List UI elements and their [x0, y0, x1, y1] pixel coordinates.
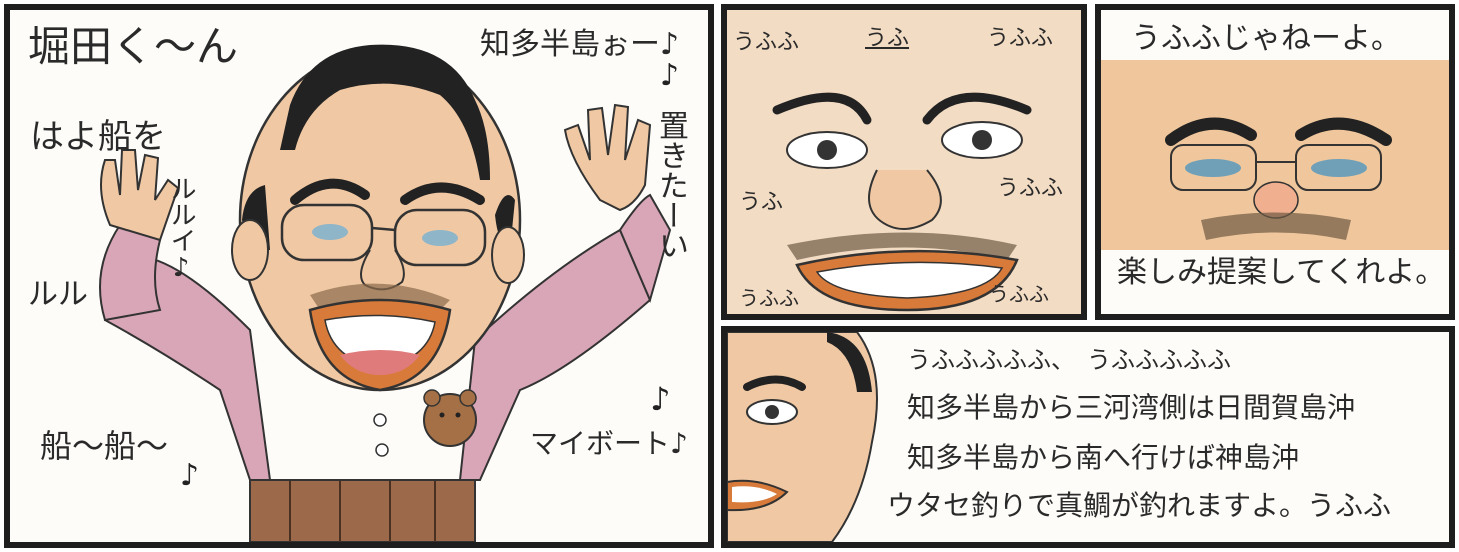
- rurui-text: ルルイ♪: [166, 175, 196, 283]
- calling-text: 堀田く〜ん: [28, 22, 239, 71]
- svg-text:♪: ♪: [180, 458, 199, 493]
- panel-4-illustration: [727, 332, 878, 542]
- chiita-song-text: 知多半島ぉー♪: [480, 27, 680, 62]
- narration-line-1: うふふふふふ、 うふふふふふ: [907, 346, 1231, 374]
- ufu-text-c: うふふ: [987, 26, 1054, 51]
- uttafu-ja-ne-text: うふふじゃねーよ。: [1131, 21, 1401, 56]
- narration-line-2: 知多半島から三河湾側は日間賀島沖: [907, 391, 1356, 424]
- okitai-text: 置きたーい: [653, 110, 688, 260]
- narration-line-3: 知多半島から南へ行けば神島沖: [907, 441, 1300, 474]
- comic-panel-4: うふふふふふ、 うふふふふふ 知多半島から三河湾側は日間賀島沖 知多半島から南へ…: [721, 326, 1455, 548]
- hayo-fune-text: はよ船を: [30, 117, 166, 157]
- svg-text:♪: ♪: [660, 58, 679, 93]
- comic-panel-3: うふふじゃねーよ。 楽しみ提案してくれよ。: [1095, 4, 1455, 320]
- svg-text:♪: ♪: [650, 380, 670, 418]
- ufu-text-b: うふ: [865, 26, 910, 51]
- comic-panel-2: うふふ うふ うふふ うふ うふふ うふふ うふふ: [721, 4, 1087, 320]
- tanoshimi-text: 楽しみ提案してくれよ。: [1117, 255, 1446, 290]
- ufu-text-f: うふふ: [739, 286, 799, 310]
- ufu-text-g: うふふ: [989, 282, 1049, 306]
- ufu-text-e: うふふ: [997, 176, 1064, 201]
- fune-fune-text: 船〜船〜: [40, 427, 169, 465]
- ufu-text-d: うふ: [739, 190, 784, 215]
- panel-3-illustration: [1101, 60, 1449, 250]
- comic-panel-1: ♪ ♪ ♪ 堀田く〜ん 知多半島ぉー♪ はよ船を ルルイ♪ ルル 置きたーい 船…: [4, 4, 714, 548]
- panel-2-illustration: [727, 10, 1081, 314]
- my-boat-text: マイボート♪: [530, 427, 688, 460]
- panel-1-illustration: ♪ ♪ ♪: [99, 44, 679, 542]
- narration-line-4: ウタセ釣りで真鯛が釣れますよ。うふふ: [887, 489, 1392, 522]
- ruru-text: ルル: [28, 277, 88, 312]
- ufu-text-a: うふふ: [733, 30, 800, 55]
